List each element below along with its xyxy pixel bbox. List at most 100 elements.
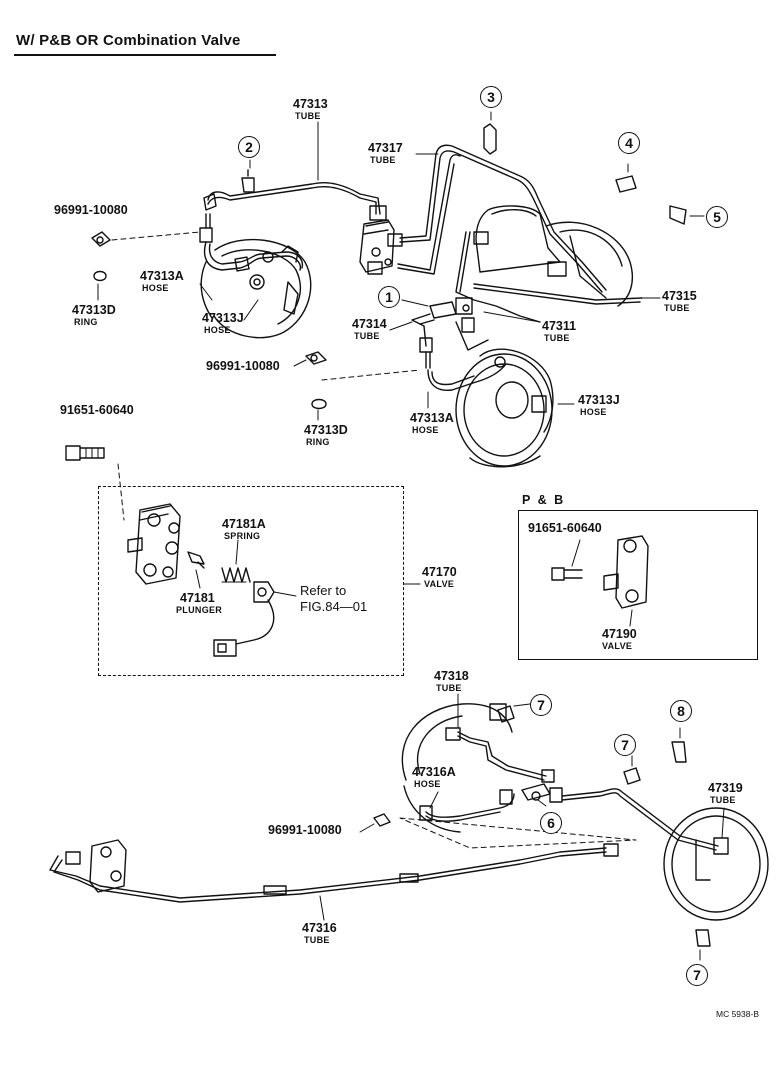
tube-47315	[473, 283, 643, 301]
callout-6[interactable]: 6	[540, 812, 562, 834]
tube-47311	[455, 231, 541, 323]
spring-47181a	[221, 567, 251, 583]
label-47313: 47313	[293, 97, 328, 111]
label-47313a-upper: 47313A	[140, 269, 184, 283]
bolt-91651-upper	[65, 445, 125, 521]
callout-8[interactable]: 8	[670, 700, 692, 722]
label-47313d-upper-desc: RING	[74, 317, 98, 327]
label-47317-desc: TUBE	[370, 155, 396, 165]
tube-47314	[411, 313, 431, 347]
ring-47313d-lower	[311, 398, 327, 410]
label-91651-lower: 91651-60640	[528, 521, 602, 535]
callout-7-a[interactable]: 7	[530, 694, 552, 716]
label-47313d-lower-desc: RING	[306, 437, 330, 447]
label-47311-desc: TUBE	[544, 333, 570, 343]
rear-left-drum	[401, 703, 513, 833]
pb-box-label: P & B	[522, 493, 566, 507]
tube-47318	[457, 731, 547, 777]
callout-5[interactable]: 5	[706, 206, 728, 228]
tube-47317	[399, 144, 607, 291]
callout-4[interactable]: 4	[618, 132, 640, 154]
label-47313a-lower: 47313A	[410, 411, 454, 425]
ring-47313d-upper	[93, 270, 107, 282]
master-cylinder-booster	[473, 205, 634, 307]
label-47190: 47190	[602, 627, 637, 641]
combination-valve-upper	[359, 205, 403, 275]
figure-code: MC 5938-B	[716, 1009, 759, 1019]
label-47318-desc: TUBE	[436, 683, 462, 693]
bracket-4-part	[615, 175, 637, 193]
clip-2-part	[241, 177, 255, 193]
diagram-title: W/ P&B OR Combination Valve	[16, 32, 241, 49]
label-91651-upper: 91651-60640	[60, 403, 134, 417]
label-47313a-upper-desc: HOSE	[142, 283, 169, 293]
label-47170: 47170	[422, 565, 457, 579]
callout-1[interactable]: 1	[378, 286, 400, 308]
clip-7-b	[623, 767, 641, 785]
label-47313j-upper-desc: HOSE	[204, 325, 231, 335]
label-47319: 47319	[708, 781, 743, 795]
label-47315-desc: TUBE	[664, 303, 690, 313]
clip-7-c	[695, 929, 711, 947]
clip-96991-middle	[305, 351, 421, 381]
callout-7-b[interactable]: 7	[614, 734, 636, 756]
clip-96991-lower	[373, 813, 391, 827]
label-47313j-upper: 47313J	[202, 311, 244, 325]
junction-6-part	[521, 783, 563, 803]
tube-47316	[49, 847, 607, 899]
label-47181-desc: PLUNGER	[176, 605, 223, 615]
label-96991-lower: 96991-10080	[268, 823, 342, 837]
title-underline	[14, 54, 276, 56]
label-47170-desc: VALVE	[424, 579, 455, 589]
valve-assembly-box	[98, 486, 404, 676]
label-47181: 47181	[180, 591, 215, 605]
label-47313a-lower-desc: HOSE	[412, 425, 439, 435]
pb-valve-47190	[603, 535, 649, 609]
tube-47319	[561, 788, 719, 847]
bracket-3-part	[483, 123, 497, 155]
label-47316: 47316	[302, 921, 337, 935]
label-47313j-lower-desc: HOSE	[580, 407, 607, 417]
clip-7-a	[497, 705, 515, 723]
label-47311: 47311	[542, 319, 577, 333]
leader-lines	[97, 121, 725, 921]
switch-sensor	[213, 581, 297, 657]
label-47313d-upper: 47313D	[72, 303, 116, 317]
bolt-91651-lower	[551, 567, 583, 581]
label-47315: 47315	[662, 289, 697, 303]
label-47190-desc: VALVE	[602, 641, 633, 651]
junction-1-part	[429, 297, 475, 333]
bracket-5-part	[669, 205, 687, 225]
rear-right-drum	[663, 807, 769, 921]
front-left-brake-disc	[200, 238, 312, 339]
pb-valve-box	[518, 510, 758, 660]
label-47314: 47314	[352, 317, 387, 331]
label-96991-upper: 96991-10080	[54, 203, 128, 217]
label-47319-desc: TUBE	[710, 795, 736, 805]
combination-valve-47170	[127, 503, 181, 585]
front-right-brake-disc	[455, 348, 554, 468]
label-47314-desc: TUBE	[354, 331, 380, 341]
label-47318: 47318	[434, 669, 469, 683]
label-47317: 47317	[368, 141, 403, 155]
plunger-47181	[187, 551, 205, 569]
refer-line-1: Refer to	[300, 583, 347, 598]
label-47313j-lower: 47313J	[578, 393, 620, 407]
refer-line-2[interactable]: FIG.84—01	[300, 599, 368, 614]
label-47316a-desc: HOSE	[414, 779, 441, 789]
label-47313d-lower: 47313D	[304, 423, 348, 437]
label-47316a: 47316A	[412, 765, 456, 779]
clip-96991-upper	[91, 231, 201, 247]
label-47316-desc: TUBE	[304, 935, 330, 945]
tube-47313	[207, 182, 381, 215]
callout-3[interactable]: 3	[480, 86, 502, 108]
callout-2[interactable]: 2	[238, 136, 260, 158]
label-47181a: 47181A	[222, 517, 266, 531]
callout-7-c[interactable]: 7	[686, 964, 708, 986]
label-47313-desc: TUBE	[295, 111, 321, 121]
clip-8	[671, 741, 687, 763]
label-47181a-desc: SPRING	[224, 531, 261, 541]
label-96991-middle: 96991-10080	[206, 359, 280, 373]
